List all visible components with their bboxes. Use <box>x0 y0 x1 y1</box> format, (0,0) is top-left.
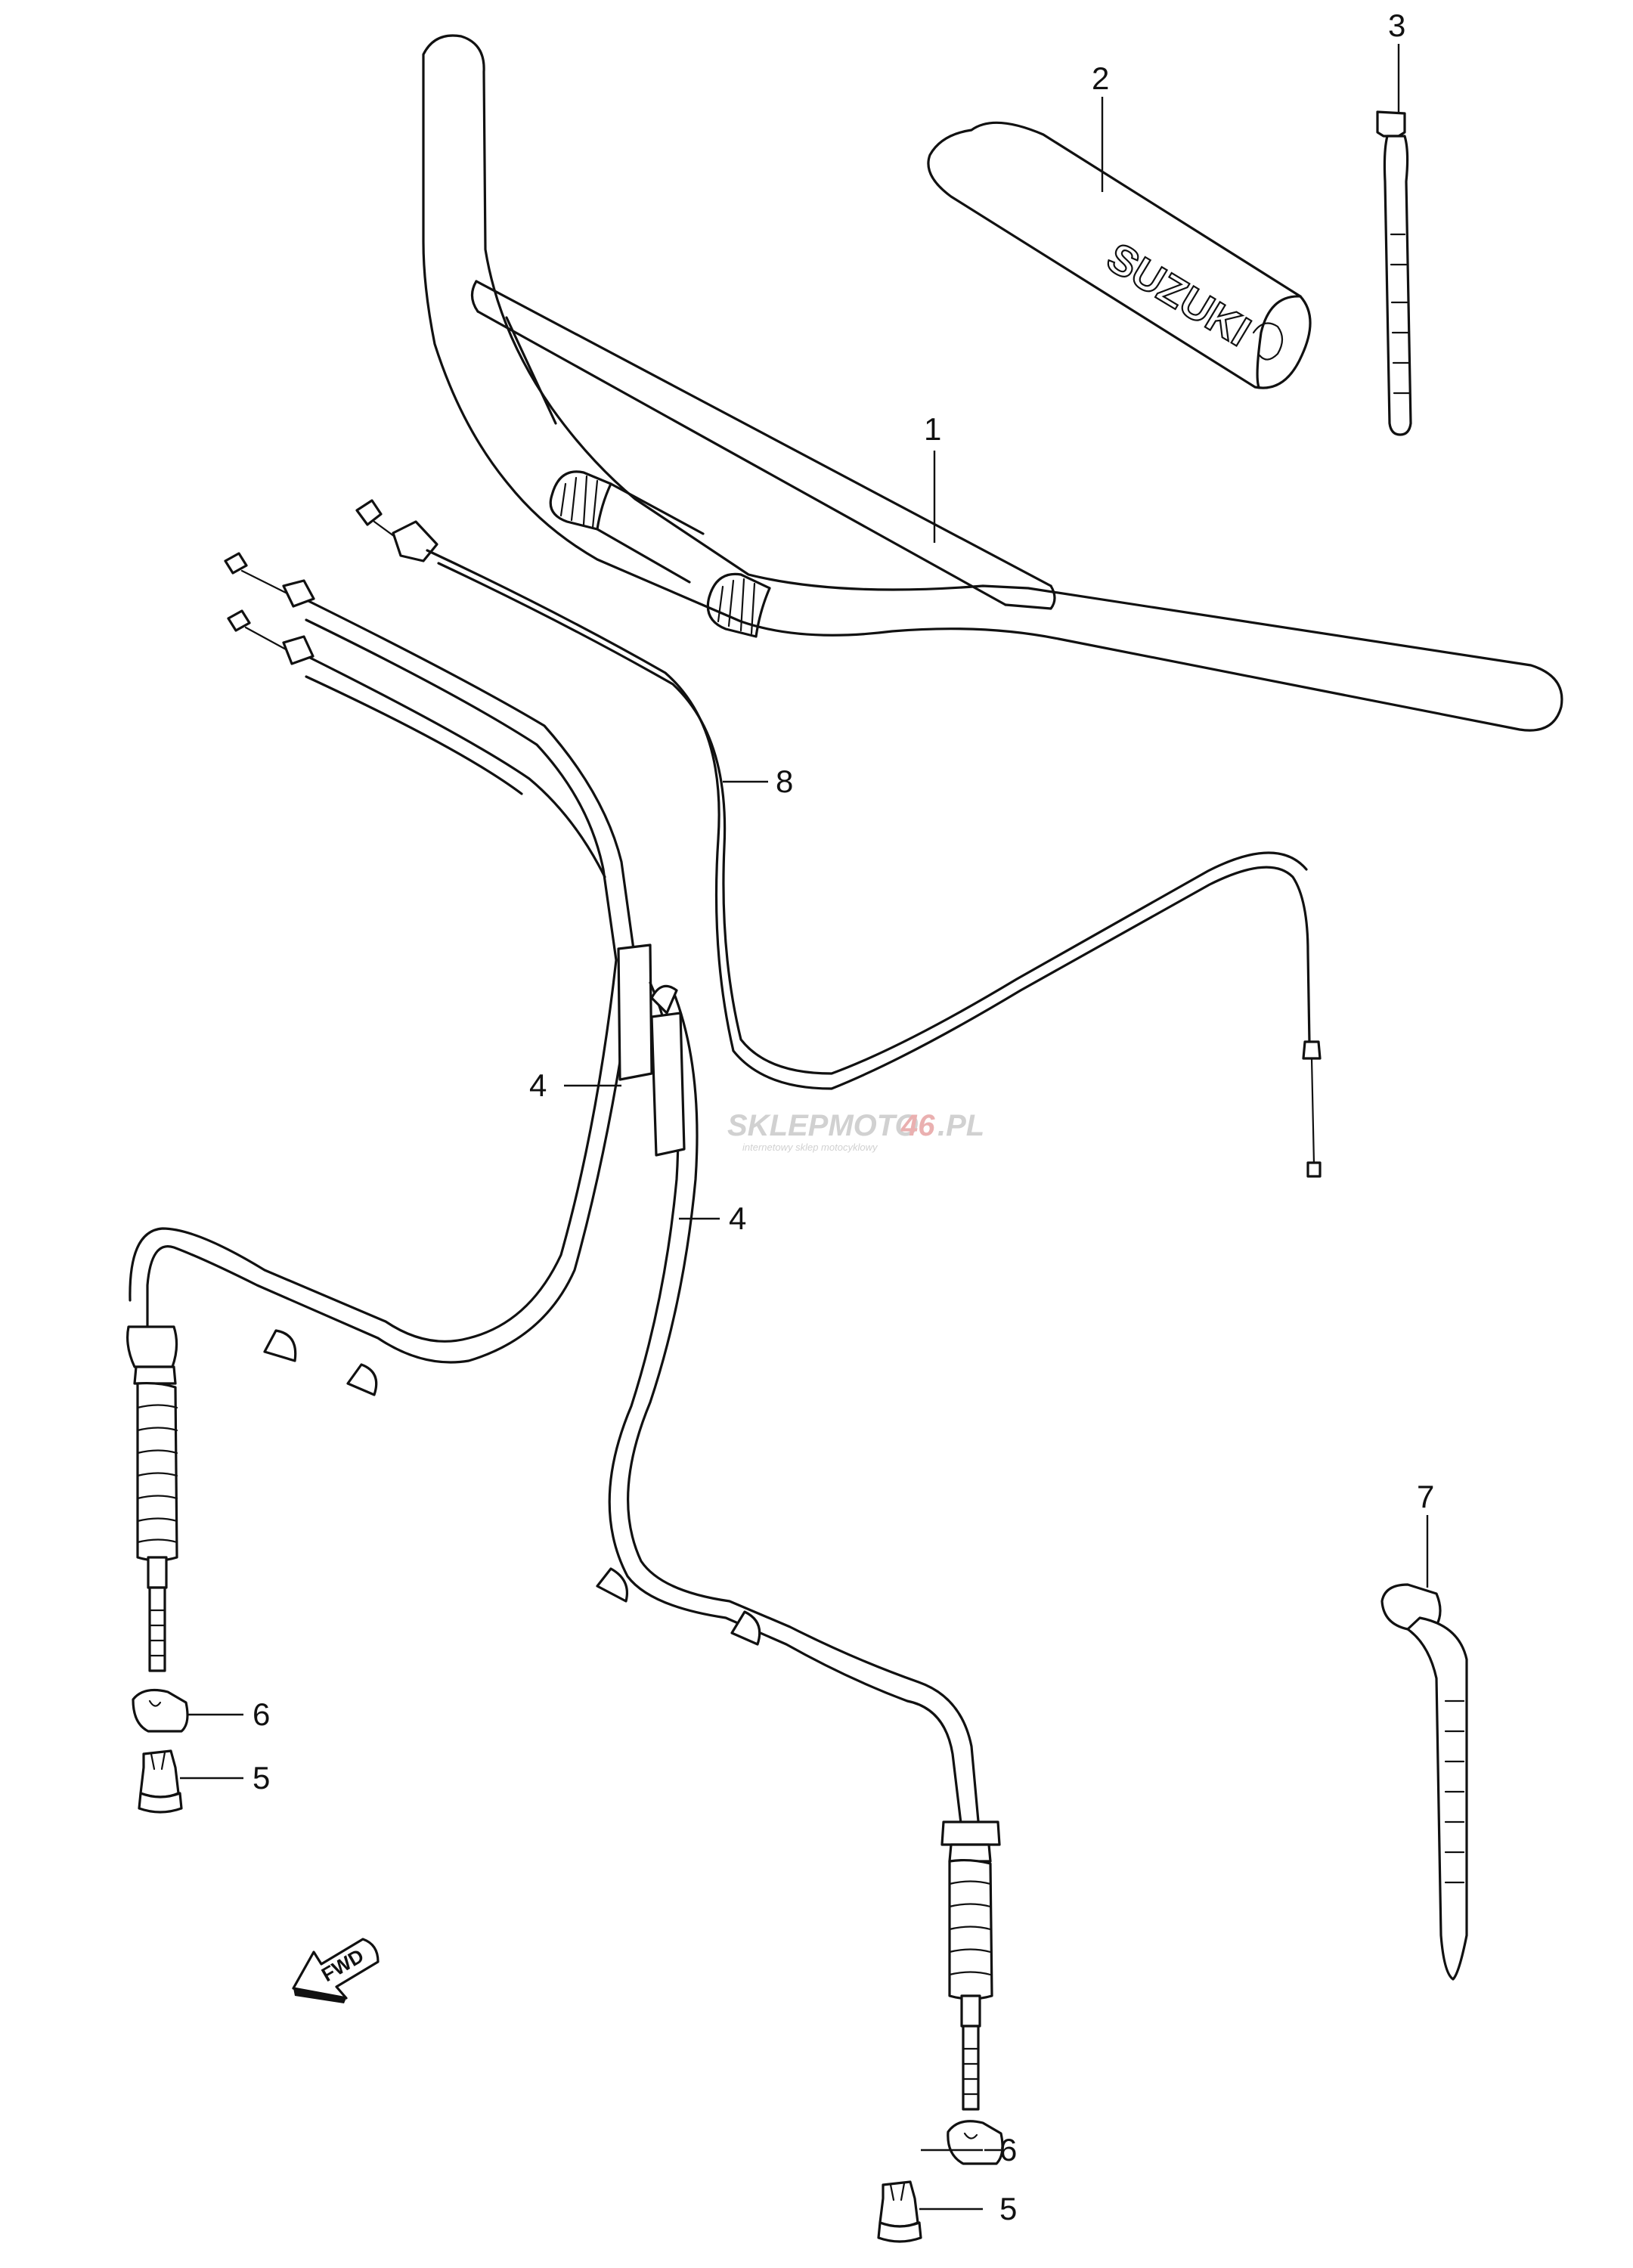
callout-7: 7 <box>1417 1479 1434 1588</box>
callout-4a-number: 4 <box>529 1067 547 1103</box>
handlebar <box>422 34 1563 732</box>
watermark-brand-c: .PL <box>937 1109 984 1142</box>
brake-cable-left <box>129 552 653 1396</box>
clamp-knurl-right <box>706 572 771 638</box>
callout-6b: 6 <box>921 2132 1017 2167</box>
callout-2-number: 2 <box>1092 60 1109 96</box>
callout-5b: 5 <box>919 2191 1017 2226</box>
tie-wrap-7 <box>1380 1583 1468 1981</box>
fwd-arrow: FWD <box>292 1938 380 2003</box>
callout-4b: 4 <box>679 1201 746 1236</box>
callout-8-number: 8 <box>776 764 793 799</box>
watermark-tagline: internetowy sklep motocyklowy <box>742 1142 878 1153</box>
throttle-cable <box>355 499 1322 1178</box>
lower-adjuster-right <box>940 1820 1001 2111</box>
boot-5-right <box>877 2180 922 2243</box>
bar-pad: SUZUKI <box>927 121 1312 389</box>
callout-6a-number: 6 <box>253 1696 270 1732</box>
watermark-brand-a: SKLEPMOTO <box>727 1109 919 1142</box>
callout-5a: 5 <box>180 1760 270 1796</box>
callout-4a: 4 <box>529 1067 621 1103</box>
callout-5a-number: 5 <box>253 1760 270 1796</box>
boot-5-left <box>138 1749 183 1814</box>
brake-cable-right <box>227 609 981 1831</box>
clamp-knurl-left <box>549 470 705 584</box>
callout-6a: 6 <box>187 1696 270 1732</box>
callout-5b-number: 5 <box>999 2191 1017 2226</box>
watermark: SKLEPMOTO 46 .PL internetowy sklep motoc… <box>727 1109 984 1153</box>
callout-3-number: 3 <box>1388 8 1405 43</box>
callout-3: 3 <box>1388 8 1405 113</box>
watermark-brand-b: 46 <box>900 1109 935 1142</box>
callout-8: 8 <box>723 764 793 799</box>
cover-6-left <box>132 1689 189 1733</box>
callout-2: 2 <box>1092 60 1109 192</box>
callout-1: 1 <box>924 411 941 543</box>
cover-6-right <box>947 2120 1004 2165</box>
callout-7-number: 7 <box>1417 1479 1434 1514</box>
callout-1-number: 1 <box>924 411 941 447</box>
callout-4b-number: 4 <box>729 1201 746 1236</box>
tie-wrap-3 <box>1376 110 1412 436</box>
callout-6b-number: 6 <box>999 2132 1017 2167</box>
lower-adjuster-left <box>126 1325 178 1672</box>
